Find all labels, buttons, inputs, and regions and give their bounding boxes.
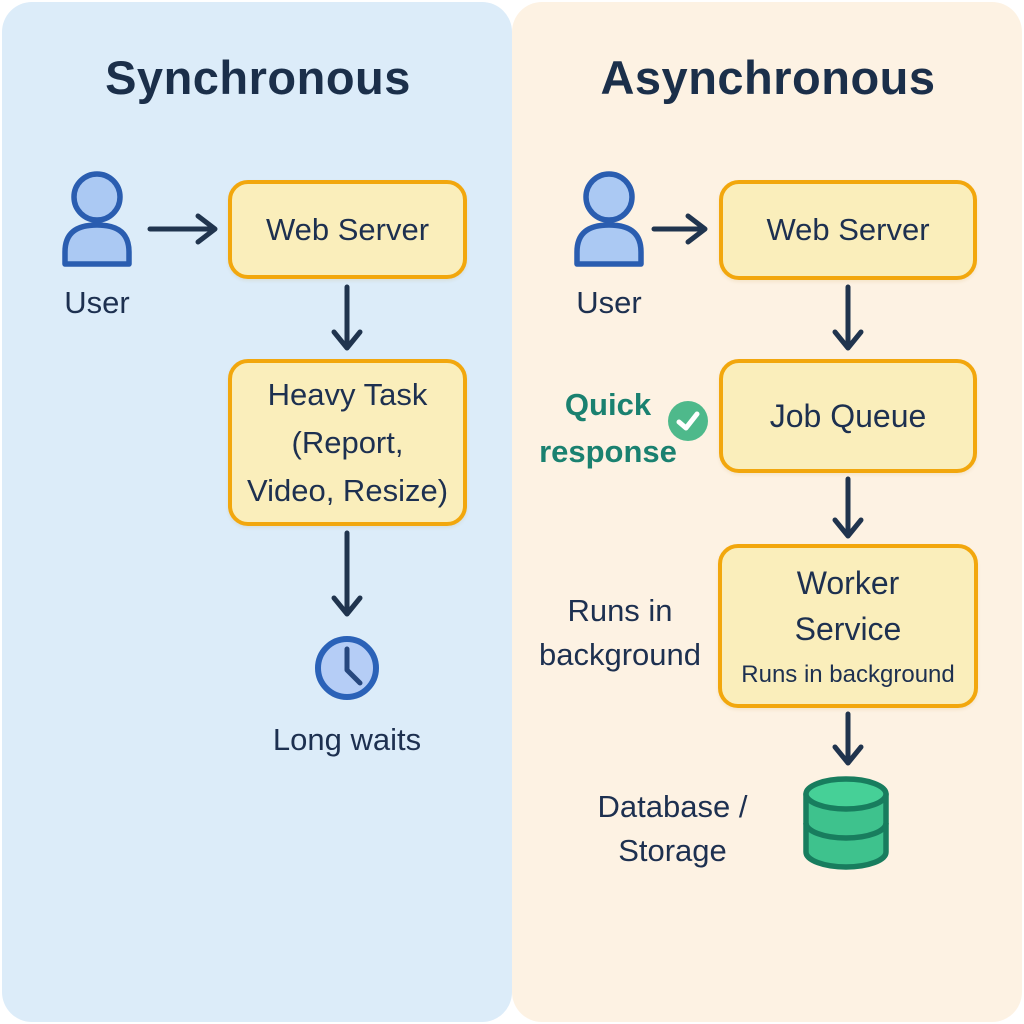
job-queue-box: Job Queue: [719, 359, 977, 473]
quick-response-label: Quick response: [520, 381, 696, 475]
arrow-heavytask-to-clock: [329, 530, 365, 624]
web-server-label: Web Server: [766, 212, 930, 247]
user-label: User: [576, 285, 642, 320]
worker-service-subtext: Runs in background: [741, 661, 955, 688]
synchronous-title: Synchronous: [105, 51, 411, 104]
web-server-box-async: Web Server: [719, 180, 977, 280]
heavy-task-line-2: (Report,: [291, 424, 404, 460]
database-icon: [799, 772, 893, 874]
check-badge-icon: [667, 400, 709, 442]
quick-response-line-2: response: [539, 434, 677, 469]
heavy-task-line-1: Heavy Task: [267, 376, 428, 412]
runs-in-background-line-2: background: [538, 637, 701, 672]
arrow-worker-to-database: [830, 711, 866, 773]
web-server-label: Web Server: [265, 211, 430, 247]
arrow-user-to-webserver: [146, 211, 230, 247]
runs-in-background-line-1: Runs in: [567, 593, 673, 628]
asynchronous-panel: Asynchronous: [512, 2, 1022, 1022]
database-storage-label: Database / Storage: [560, 785, 785, 873]
arrow-webserver-to-jobqueue: [830, 284, 866, 358]
arrow-user-to-webserver: [650, 211, 720, 247]
database-storage-line-2: Storage: [618, 833, 727, 868]
job-queue-label: Job Queue: [769, 398, 927, 434]
runs-in-background-label: Runs in background: [520, 589, 720, 677]
heavy-task-box: Heavy Task (Report, Video, Resize): [228, 359, 467, 526]
user-icon: [570, 170, 648, 270]
user-label: User: [64, 285, 130, 320]
arrow-webserver-to-heavytask: [329, 284, 365, 358]
worker-service-line-1: Worker: [796, 565, 900, 601]
asynchronous-title: Asynchronous: [600, 51, 936, 104]
long-waits-label: Long waits: [272, 722, 422, 757]
arrow-jobqueue-to-worker: [830, 476, 866, 546]
quick-response-line-1: Quick: [564, 387, 652, 422]
heavy-task-line-3: Video, Resize): [246, 472, 449, 508]
web-server-box-sync: Web Server: [228, 180, 467, 279]
worker-service-box: Worker Service Runs in background: [718, 544, 978, 708]
worker-service-line-2: Service: [794, 611, 902, 647]
database-storage-line-1: Database /: [597, 789, 748, 824]
user-icon: [58, 170, 136, 270]
clock-icon: [313, 634, 381, 702]
